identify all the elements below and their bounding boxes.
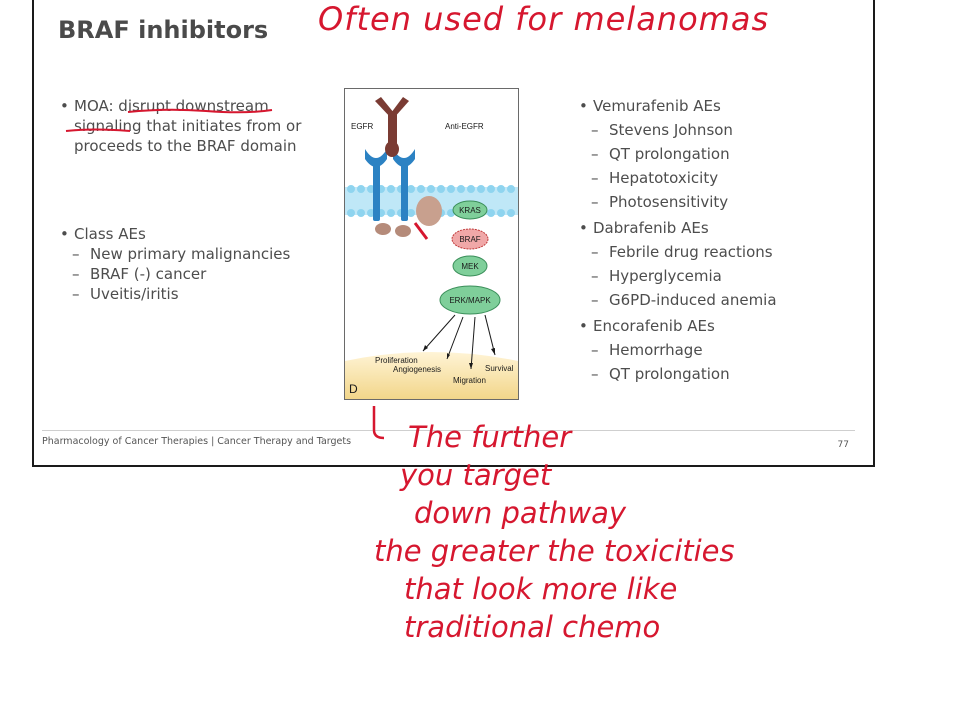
drug-label: Encorafenib AEs [579, 316, 869, 336]
survival-label: Survival [485, 364, 514, 373]
signal-arrows [422, 314, 496, 370]
class-ae-item: Uveitis/iritis [60, 284, 340, 304]
moa-underline [127, 108, 273, 114]
note-line: The further [408, 420, 572, 454]
drug-ae-item: Hepatotoxicity [579, 168, 869, 188]
anti-egfr-antibody [375, 97, 409, 157]
class-ae-item: New primary malignancies [60, 244, 340, 264]
egfr-label: EGFR [351, 122, 373, 131]
slide-footer: Pharmacology of Cancer Therapies | Cance… [42, 436, 352, 447]
page-number: 77 [837, 440, 849, 450]
drug-ae-item: QT prolongation [579, 144, 869, 164]
kras-label: KRAS [459, 206, 481, 215]
drug-ae-item: Photosensitivity [579, 192, 869, 212]
pathway-figure: KRAS BRAF MEK ERK/MAPK EGFR Anti-EGFR Pr… [344, 88, 519, 400]
drug-ae-item: Hemorrhage [579, 340, 869, 360]
class-aes-label: Class AEs [60, 224, 340, 244]
drug-ae-item: Febrile drug reactions [579, 242, 869, 262]
drug-label: Dabrafenib AEs [579, 218, 869, 238]
slide: BRAF inhibitors MOA: disrupt downstream … [32, 0, 875, 467]
drug-ae-item: Stevens Johnson [579, 120, 869, 140]
drug-label: Vemurafenib AEs [579, 96, 869, 116]
handwritten-top-note: Often used for melanomas [318, 0, 770, 38]
note-line: that look more like [404, 572, 678, 606]
note-line: the greater the toxicities [374, 534, 735, 568]
anti-egfr-label: Anti-EGFR [445, 122, 484, 131]
angiogenesis-label: Angiogenesis [393, 365, 441, 374]
slide-title: BRAF inhibitors [58, 16, 269, 44]
egfr-receptors [365, 149, 415, 221]
proliferation-label: Proliferation [375, 356, 418, 365]
note-line: traditional chemo [404, 610, 661, 644]
handwritten-hook [372, 406, 385, 440]
moa-column: MOA: disrupt downstream signaling that i… [60, 96, 310, 156]
drug-ae-item: QT prolongation [579, 364, 869, 384]
footer-divider [42, 430, 855, 431]
drug-aes-column: Vemurafenib AEs Stevens Johnson QT prolo… [579, 96, 869, 384]
drug-ae-item: Hyperglycemia [579, 266, 869, 286]
drug-ae-item: G6PD-induced anemia [579, 290, 869, 310]
panel-label: D [349, 382, 358, 396]
braf-label: BRAF [459, 235, 480, 244]
mek-label: MEK [461, 262, 479, 271]
note-line: down pathway [414, 496, 627, 530]
class-aes-column: Class AEs New primary malignancies BRAF … [60, 224, 340, 304]
migration-label: Migration [453, 376, 486, 385]
signaling-underline [65, 128, 131, 132]
handwritten-bottom-note: The further you target down pathway the … [374, 418, 735, 646]
class-ae-item: BRAF (-) cancer [60, 264, 340, 284]
erk-label: ERK/MAPK [449, 296, 491, 305]
moa-bullet: MOA: disrupt downstream signaling that i… [60, 96, 310, 156]
note-line: you target [400, 458, 552, 492]
